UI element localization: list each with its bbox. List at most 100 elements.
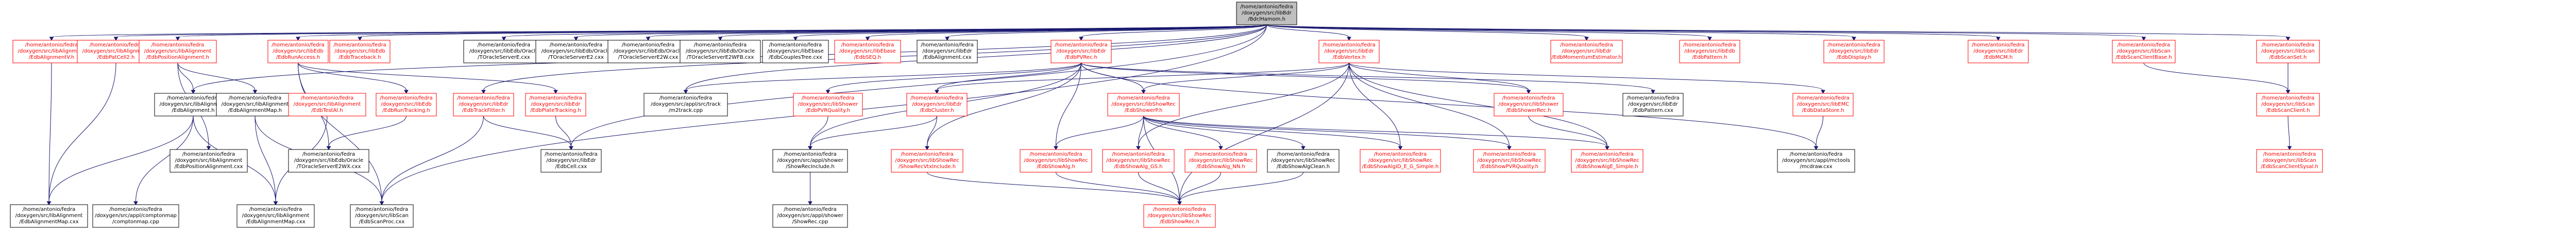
edge-arrowhead: [865, 37, 870, 41]
edge-arrowhead: [358, 37, 362, 41]
node-box: [2256, 93, 2320, 117]
edge-line: [1143, 115, 1303, 147]
dependency-edge: [1138, 172, 1182, 205]
node-label-line: /doxygen/src/libAlignment: [18, 48, 86, 54]
file-node[interactable]: /home/antonio/fedra/doxygen/src/libScan/…: [2256, 40, 2320, 63]
file-node[interactable]: /home/antonio/fedra/doxygen/src/libEdb/E…: [329, 40, 391, 63]
edge-line: [1266, 24, 2289, 38]
edge-line: [1056, 172, 1180, 202]
file-node[interactable]: /home/antonio/fedra/doxygen/src/libEdb/O…: [463, 40, 545, 63]
file-node[interactable]: /home/antonio/fedra/doxygen/src/libEdb/O…: [288, 149, 369, 173]
node-label-line: /EdbPositionAlignment.h: [146, 55, 209, 60]
file-node[interactable]: /home/antonio/fedra/doxygen/src/libAlign…: [170, 149, 248, 173]
file-node[interactable]: /home/antonio/fedra/doxygen/src/libShowR…: [891, 149, 963, 173]
edge-line: [328, 115, 406, 147]
file-node[interactable]: /home/antonio/fedra/doxygen/src/libScan/…: [350, 204, 414, 228]
node-box: [2256, 149, 2323, 173]
node-label-line: /home/antonio/fedra: [1560, 42, 1613, 48]
file-node[interactable]: /home/antonio/fedra/doxygen/src/libEdr/E…: [1550, 40, 1623, 63]
file-node[interactable]: /home/antonio/fedra/doxygen/src/libShowR…: [1267, 149, 1340, 173]
node-label-line: /home/antonio/fedra: [1797, 95, 1849, 101]
edge-arrowhead: [1141, 90, 1146, 94]
node-label-line: /doxygen/src/libEdr: [922, 48, 972, 54]
file-node[interactable]: /home/antonio/fedra/doxygen/src/libEdr/E…: [917, 40, 978, 63]
file-node[interactable]: /home/antonio/fedra/doxygen/src/libShowR…: [1360, 149, 1441, 173]
file-node[interactable]: /home/antonio/fedra/doxygen/src/libEdb/O…: [680, 40, 761, 63]
dependency-edge: [808, 115, 937, 150]
file-node[interactable]: /home/antonio/fedra/doxygen/src/libEdr/E…: [1318, 40, 1380, 63]
file-node[interactable]: /home/antonio/fedra/doxygen/src/libShowR…: [1143, 204, 1216, 228]
edge-arrowhead: [553, 90, 558, 94]
edge-line: [810, 115, 937, 147]
file-node[interactable]: /home/antonio/fedra/doxygen/src/libAlign…: [288, 93, 366, 117]
node-label-line: /home/antonio/fedra: [302, 152, 355, 157]
file-node[interactable]: /home/antonio/fedra/doxygen/src/libEdr/E…: [540, 149, 602, 173]
file-node[interactable]: /home/antonio/fedra/doxygen/src/libShowR…: [1184, 149, 1257, 173]
edge-arrowhead: [113, 37, 118, 41]
file-node[interactable]: /home/antonio/fedra/doxygen/src/libEbase…: [762, 40, 829, 63]
file-node[interactable]: /home/antonio/fedra/doxygen/src/libScan/…: [2256, 149, 2323, 173]
nodes-layer: /home/antonio/fedra/doxygen/src/libBdr/B…: [10, 2, 2323, 228]
file-node[interactable]: /home/antonio/fedra/doxygen/src/libAlign…: [10, 204, 88, 228]
file-node[interactable]: /home/antonio/fedra/doxygen/src/libEdb/O…: [607, 40, 689, 63]
file-node[interactable]: /home/antonio/fedra/doxygen/src/libShowe…: [793, 93, 863, 117]
file-node[interactable]: /home/antonio/fedra/doxygen/src/libScan/…: [2112, 40, 2176, 63]
file-node[interactable]: /home/antonio/fedra/doxygen/src/libShowR…: [1473, 149, 1546, 173]
edge-line: [381, 115, 484, 202]
node-label-line: /home/antonio/fedra: [2263, 152, 2316, 157]
file-node[interactable]: /home/antonio/fedra/doxygen/src/libEMC/E…: [1792, 93, 1854, 117]
edge-arrowhead: [2287, 146, 2292, 150]
edge-line: [2143, 62, 2289, 91]
node-label-line: /home/antonio/fedra: [694, 42, 747, 48]
edge-line: [1266, 24, 1998, 38]
file-node[interactable]: /home/antonio/fedra/doxygen/src/libShowR…: [1102, 149, 1175, 173]
file-node[interactable]: /home/antonio/fedra/doxygen/src/libShowR…: [1571, 149, 1643, 173]
node-label-line: /doxygen/src/libEdr: [546, 158, 596, 163]
edge-arrowhead: [252, 90, 258, 94]
node-label-line: /doxygen/src/libEdb/Oracle: [294, 158, 363, 163]
edge-line: [1266, 24, 2144, 38]
node-box: [267, 40, 329, 63]
file-node[interactable]: /home/antonio/fedra/doxygen/src/appl/mct…: [1777, 149, 1855, 173]
file-node[interactable]: /home/antonio/fedra/doxygen/src/libAlign…: [236, 204, 315, 228]
file-node[interactable]: /home/antonio/fedra/doxygen/src/libScan/…: [2256, 93, 2320, 117]
file-node[interactable]: /home/antonio/fedra/doxygen/src/libEdr/E…: [1622, 93, 1684, 117]
file-node[interactable]: /home/antonio/fedra/doxygen/src/libEdb/E…: [267, 40, 329, 63]
dependency-edge: [935, 62, 1081, 94]
node-label-line: /EdbAlignmentMap.cxx: [19, 219, 78, 225]
file-node[interactable]: /home/antonio/fedra/doxygen/src/libEdr/E…: [906, 93, 968, 117]
node-box: [1622, 93, 1684, 117]
node-label-line: /doxygen/src/libShowRec: [1147, 213, 1212, 219]
dependency-edge: [1528, 115, 1609, 150]
file-node[interactable]: /home/antonio/fedra/doxygen/src/appl/sho…: [772, 149, 848, 173]
file-node[interactable]: /home/antonio/fedra/doxygen/src/libEdr/E…: [525, 93, 586, 117]
node-label-line: /home/antonio/fedra: [550, 42, 602, 48]
file-node[interactable]: /home/antonio/fedra/doxygen/src/libShowR…: [1107, 93, 1180, 117]
node-label-line: /EdbScanProc.cxx: [359, 219, 405, 225]
edge-line: [1816, 115, 1823, 147]
node-label-line: /doxygen/src/libEMC: [1797, 102, 1849, 107]
dependency-edge: [1054, 115, 1144, 150]
edge-line: [927, 115, 937, 147]
file-node[interactable]: /home/antonio/fedra/doxygen/src/libShowe…: [1494, 93, 1564, 117]
file-node[interactable]: /home/antonio/fedra/doxygen/src/libEdb/O…: [535, 40, 617, 63]
file-node[interactable]: /home/antonio/fedra/doxygen/src/libEdr/E…: [1823, 40, 1885, 63]
dependency-edge: [1143, 115, 1609, 150]
edge-arrowhead: [1301, 146, 1306, 150]
node-label-line: /home/antonio/fedra: [769, 42, 822, 48]
file-node[interactable]: /home/antonio/fedra/doxygen/src/libEdr/E…: [1050, 40, 1112, 63]
file-node[interactable]: /home/antonio/fedra/doxygen/src/libAlign…: [139, 40, 217, 63]
file-node[interactable]: /home/antonio/fedra/doxygen/src/libEdb/E…: [1679, 40, 1740, 63]
file-node[interactable]: /home/antonio/fedra/doxygen/src/libEdr/E…: [453, 93, 514, 117]
file-node[interactable]: /home/antonio/fedra/doxygen/src/libEdr/E…: [1968, 40, 2029, 63]
file-node[interactable]: /home/antonio/fedra/doxygen/src/libEbase…: [834, 40, 901, 63]
file-node[interactable]: /home/antonio/fedra/doxygen/src/appl/src…: [643, 93, 728, 117]
file-node[interactable]: /home/antonio/fedra/doxygen/src/appl/com…: [92, 204, 179, 228]
file-node[interactable]: /home/antonio/fedra/doxygen/src/libShowR…: [1020, 149, 1092, 173]
file-node[interactable]: /home/antonio/fedra/doxygen/src/libAlign…: [216, 93, 294, 117]
node-label-line: /EdbCouplesTree.cxx: [769, 55, 822, 60]
edge-line: [1266, 24, 1854, 38]
node-label-line: /doxygen/src/libShowRec: [895, 158, 959, 163]
file-node[interactable]: /home/antonio/fedra/doxygen/src/appl/sho…: [772, 204, 848, 228]
file-node[interactable]: /home/antonio/fedra/doxygen/src/libEdb/E…: [376, 93, 437, 117]
